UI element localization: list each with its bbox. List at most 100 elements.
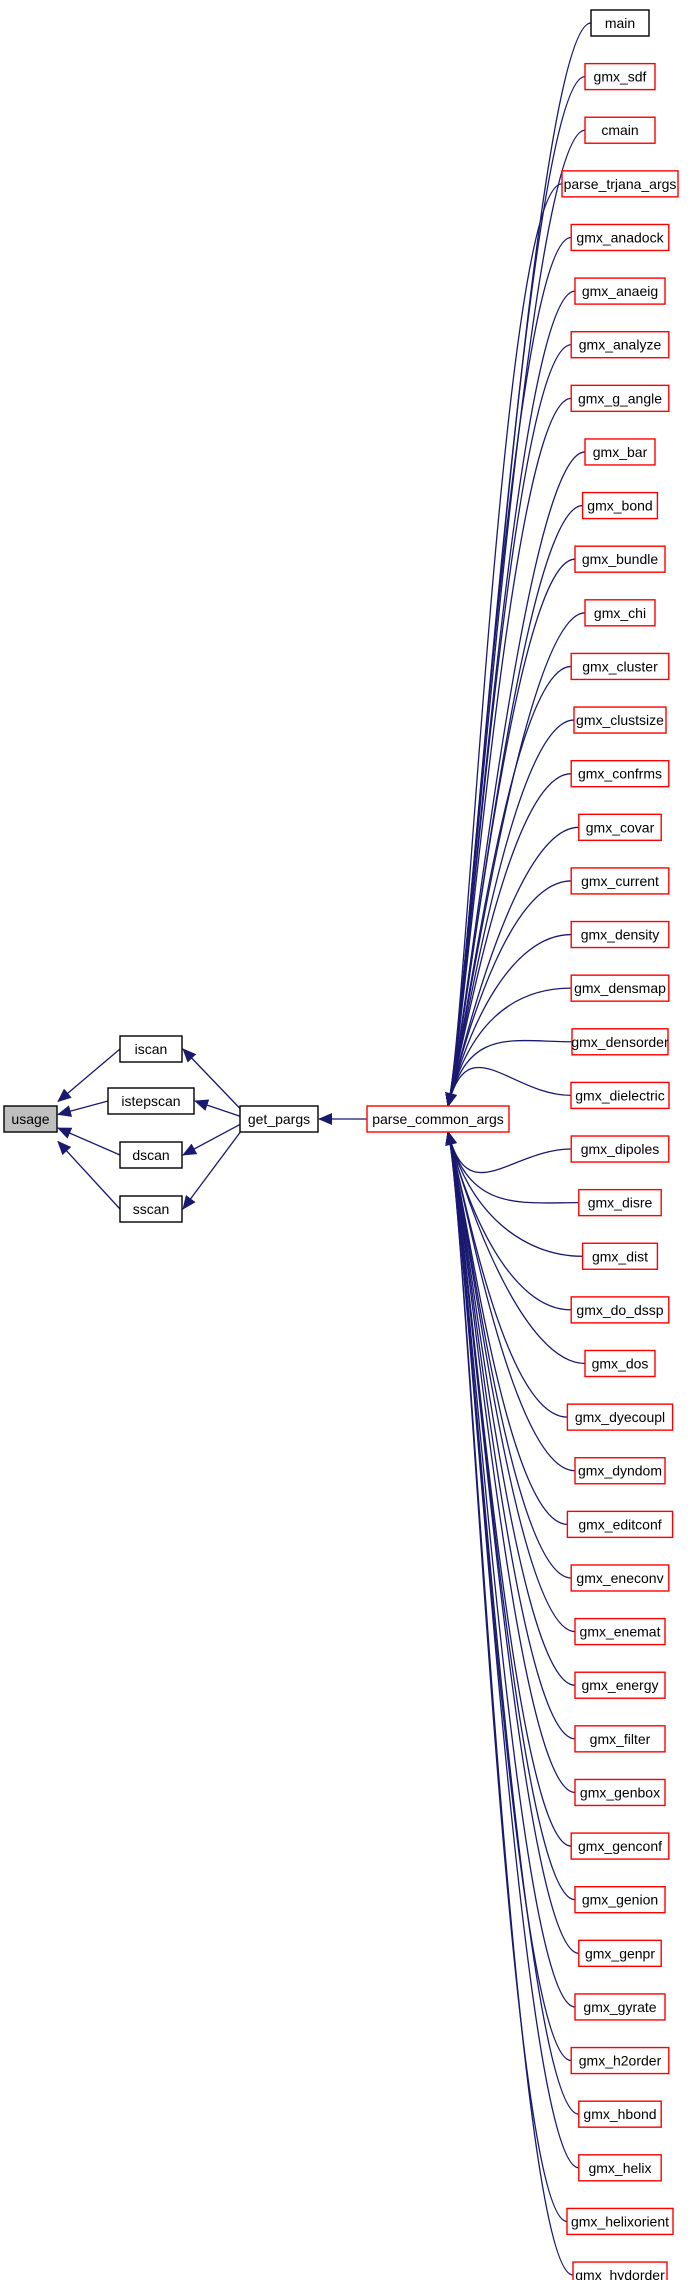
edge-parse-trjana-args-to-parse-common-args — [445, 183, 563, 1107]
node-istepscan-label: istepscan — [121, 1093, 180, 1109]
node-gmx-bar[interactable]: gmx_bar — [584, 438, 656, 466]
node-dscan[interactable]: dscan — [119, 1141, 183, 1169]
node-parse-trjana-args-label: parse_trjana_args — [564, 176, 677, 192]
node-iscan[interactable]: iscan — [119, 1035, 183, 1063]
node-gmx-dipoles[interactable]: gmx_dipoles — [570, 1135, 670, 1163]
edge-gmx-hydorder-to-parse-common-args — [445, 1131, 574, 2276]
node-gmx-genion-box — [574, 1885, 666, 1914]
node-get-pargs[interactable]: get_pargs — [239, 1105, 319, 1133]
node-gmx-g-angle[interactable]: gmx_g_angle — [570, 384, 670, 413]
node-gmx-filter[interactable]: gmx_filter — [574, 1725, 666, 1753]
node-gmx-editconf-label: gmx_editconf — [578, 1516, 661, 1532]
edge-gmx-densorder-to-parse-common-args — [445, 1039, 573, 1107]
node-gmx-do-dssp[interactable]: gmx_do_dssp — [570, 1296, 670, 1324]
edge-gmx-g-angle-to-parse-common-args — [445, 397, 572, 1107]
node-gmx-genion[interactable]: gmx_genion — [574, 1885, 666, 1914]
node-gmx-dipoles-box — [570, 1135, 670, 1163]
node-gmx-dist-box — [581, 1242, 659, 1270]
node-get-pargs-box — [239, 1105, 319, 1133]
node-gmx-cluster[interactable]: gmx_cluster — [570, 652, 670, 681]
node-gmx-clustsize[interactable]: gmx_clustsize — [573, 706, 667, 734]
node-parse-trjana-args[interactable]: parse_trjana_args — [561, 170, 679, 198]
node-gmx-helixorient-label: gmx_helixorient — [571, 2213, 669, 2229]
node-gmx-bond[interactable]: gmx_bond — [581, 491, 659, 520]
node-gmx-h2order[interactable]: gmx_h2order — [570, 2046, 670, 2075]
node-gmx-anadock[interactable]: gmx_anadock — [570, 223, 670, 252]
node-gmx-sdf[interactable]: gmx_sdf — [584, 62, 656, 91]
node-gmx-enemat[interactable]: gmx_enemat — [574, 1617, 666, 1646]
node-gmx-genpr[interactable]: gmx_genpr — [578, 1939, 662, 1968]
node-gmx-covar[interactable]: gmx_covar — [578, 813, 662, 841]
node-usage[interactable]: usage — [3, 1105, 58, 1133]
node-gmx-enemat-box — [574, 1617, 666, 1646]
node-usage-label: usage — [11, 1111, 49, 1127]
node-gmx-bundle-label: gmx_bundle — [582, 551, 658, 567]
edge-gmx-confrms-to-parse-common-args — [445, 773, 572, 1107]
node-gmx-dos[interactable]: gmx_dos — [584, 1349, 656, 1378]
node-gmx-chi[interactable]: gmx_chi — [584, 599, 656, 627]
node-gmx-bundle-box — [574, 545, 666, 573]
node-gmx-dist-label: gmx_dist — [592, 1248, 648, 1264]
node-gmx-bond-label: gmx_bond — [587, 498, 652, 514]
node-istepscan[interactable]: istepscan — [107, 1087, 195, 1115]
edge-gmx-dyndom-to-parse-common-args — [445, 1131, 576, 1472]
node-gmx-anaeig[interactable]: gmx_anaeig — [574, 277, 666, 305]
node-gmx-hydorder-label: gmx_hydorder — [575, 2267, 665, 2280]
node-gmx-helix-box — [578, 2154, 662, 2182]
node-gmx-hbond[interactable]: gmx_hbond — [578, 2100, 662, 2128]
node-gmx-helixorient[interactable]: gmx_helixorient — [566, 2207, 674, 2236]
node-cmain-label: cmain — [601, 122, 638, 138]
node-gmx-analyze[interactable]: gmx_analyze — [570, 331, 670, 359]
node-gmx-densmap-label: gmx_densmap — [574, 980, 666, 996]
node-main[interactable]: main — [590, 9, 650, 37]
node-gmx-cluster-label: gmx_cluster — [582, 658, 658, 674]
node-sscan-box — [119, 1195, 183, 1223]
node-gmx-dyndom[interactable]: gmx_dyndom — [574, 1457, 666, 1485]
node-gmx-dos-box — [584, 1349, 656, 1378]
node-dscan-label: dscan — [132, 1147, 169, 1163]
node-gmx-current[interactable]: gmx_current — [570, 867, 670, 895]
node-gmx-bundle[interactable]: gmx_bundle — [574, 545, 666, 573]
node-gmx-energy[interactable]: gmx_energy — [574, 1671, 666, 1699]
node-main-label: main — [605, 15, 635, 31]
node-gmx-genconf[interactable]: gmx_genconf — [570, 1832, 670, 1860]
node-gmx-densorder[interactable]: gmx_densorder — [571, 1028, 669, 1056]
node-gmx-genbox-label: gmx_genbox — [580, 1784, 660, 1800]
node-iscan-box — [119, 1035, 183, 1063]
node-gmx-genion-label: gmx_genion — [582, 1892, 658, 1908]
node-gmx-densmap[interactable]: gmx_densmap — [570, 974, 670, 1002]
node-gmx-gyrate-label: gmx_gyrate — [583, 1999, 656, 2015]
edge-gmx-dist-to-parse-common-args — [445, 1131, 583, 1257]
node-gmx-density[interactable]: gmx_density — [570, 920, 670, 949]
edge-gmx-densmap-to-parse-common-args — [445, 987, 572, 1107]
node-gmx-confrms[interactable]: gmx_confrms — [570, 759, 670, 788]
node-gmx-density-box — [570, 920, 670, 949]
node-gmx-clustsize-label: gmx_clustsize — [576, 712, 664, 728]
node-gmx-disre[interactable]: gmx_disre — [578, 1188, 662, 1217]
edge-gmx-anadock-to-parse-common-args — [445, 236, 572, 1107]
node-gmx-editconf[interactable]: gmx_editconf — [566, 1510, 674, 1539]
node-gmx-dielectric-label: gmx_dielectric — [575, 1087, 664, 1103]
node-gmx-densorder-label: gmx_densorder — [571, 1034, 669, 1050]
node-gmx-gyrate[interactable]: gmx_gyrate — [574, 1993, 666, 2021]
node-gmx-do-dssp-label: gmx_do_dssp — [576, 1302, 663, 1318]
node-gmx-eneconv[interactable]: gmx_eneconv — [570, 1564, 670, 1592]
edge-sscan-to-usage — [57, 1140, 121, 1210]
node-cmain[interactable]: cmain — [584, 116, 656, 144]
node-gmx-genbox[interactable]: gmx_genbox — [574, 1778, 666, 1807]
node-parse-common-args[interactable]: parse_common_args — [366, 1105, 510, 1133]
node-parse-common-args-label: parse_common_args — [372, 1111, 504, 1127]
node-gmx-hydorder[interactable]: gmx_hydorder — [572, 2261, 668, 2280]
node-gmx-hbond-box — [578, 2100, 662, 2128]
edge-get-pargs-to-dscan — [182, 1123, 241, 1156]
node-gmx-dyecoupl[interactable]: gmx_dyecoupl — [566, 1403, 674, 1431]
edge-get-pargs-to-iscan — [182, 1048, 241, 1109]
node-gmx-confrms-box — [570, 759, 670, 788]
node-parse-trjana-args-box — [561, 170, 679, 198]
node-gmx-dist[interactable]: gmx_dist — [581, 1242, 659, 1270]
node-gmx-helix[interactable]: gmx_helix — [578, 2154, 662, 2182]
node-gmx-dielectric[interactable]: gmx_dielectric — [570, 1081, 670, 1110]
node-sscan[interactable]: sscan — [119, 1195, 183, 1223]
node-gmx-h2order-label: gmx_h2order — [579, 2053, 662, 2069]
node-gmx-anaeig-box — [574, 277, 666, 305]
